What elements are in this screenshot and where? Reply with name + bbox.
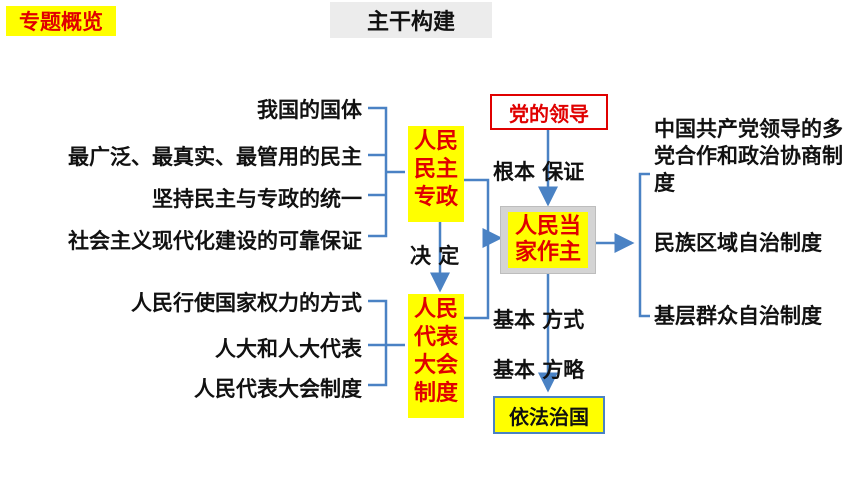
label-basic-strategy: 基本 方略 xyxy=(493,358,585,382)
left-bottom-item-1: 人民行使国家权力的方式 xyxy=(131,291,362,315)
section-tag: 专题概览 xyxy=(6,6,116,36)
rule-of-law-box: 依法治国 xyxy=(493,396,605,434)
left-bottom-item-2: 人大和人大代表 xyxy=(215,337,362,361)
right-item-ethnic-autonomy: 民族区域自治制度 xyxy=(654,231,822,255)
center-box: 人民当家作主 xyxy=(500,206,596,274)
left-top-item-1: 我国的国体 xyxy=(257,98,362,122)
left-top-item-2: 最广泛、最真实、最管用的民主 xyxy=(68,145,362,169)
node-people-democratic-dictatorship: 人民民主专政 xyxy=(408,126,464,222)
right-item-multiparty: 中国共产党领导的多党合作和政治协商制度 xyxy=(654,117,843,195)
decide-label: 决 定 xyxy=(410,244,460,268)
left-bottom-item-3: 人民代表大会制度 xyxy=(194,377,362,401)
right-item-grassroots: 基层群众自治制度 xyxy=(654,304,822,328)
center-people-as-masters: 人民当家作主 xyxy=(508,212,588,268)
left-top-item-4: 社会主义现代化建设的可靠保证 xyxy=(68,229,362,253)
left-top-bracket xyxy=(368,106,405,238)
party-leadership-box: 党的领导 xyxy=(490,94,608,130)
center-left-bracket xyxy=(464,178,500,320)
label-root-guarantee: 根本 保证 xyxy=(493,160,585,184)
left-bottom-bracket xyxy=(368,299,405,387)
right-bracket xyxy=(638,172,650,318)
left-top-item-3: 坚持民主与专政的统一 xyxy=(152,187,362,211)
node-peoples-congress-system: 人民代表大会制度 xyxy=(408,294,464,418)
page-title: 主干构建 xyxy=(330,2,492,38)
label-basic-way: 基本 方式 xyxy=(493,308,585,332)
